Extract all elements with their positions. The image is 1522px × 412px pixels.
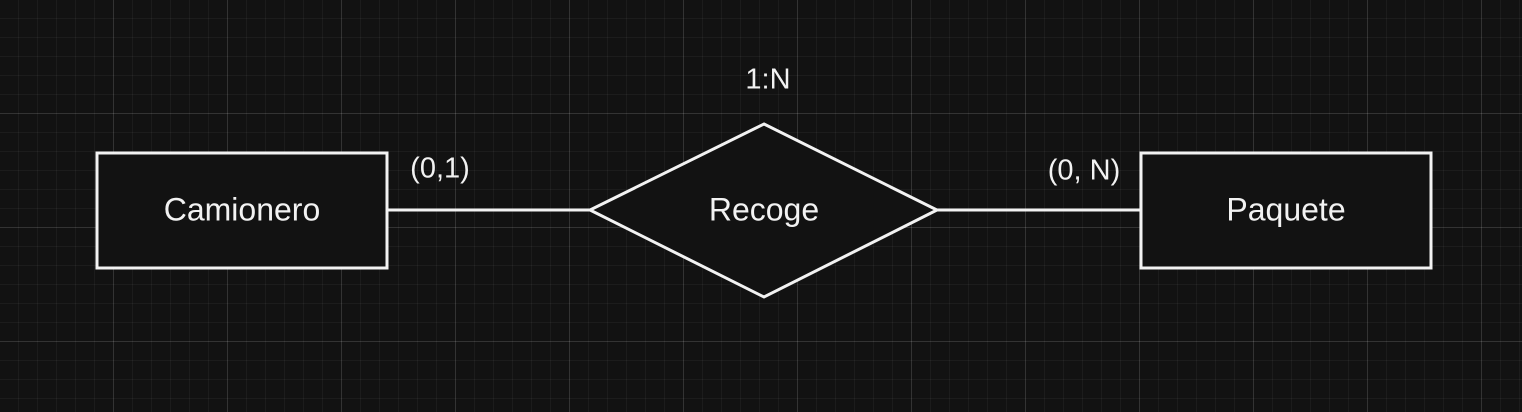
entity-paquete-label: Paquete	[1226, 191, 1346, 228]
relationship-recoge-label: Recoge	[708, 191, 820, 228]
entity-camionero-label: Camionero	[163, 191, 321, 228]
participation-right-label: (0, N)	[1047, 154, 1121, 187]
relationship-recoge-diamond[interactable]	[586, 122, 941, 299]
entity-paquete-box[interactable]	[1139, 151, 1433, 270]
participation-left-label: (0,1)	[410, 152, 470, 185]
relationship-cardinality-label: 1:N	[745, 63, 791, 96]
entity-camionero-box[interactable]	[95, 151, 389, 270]
